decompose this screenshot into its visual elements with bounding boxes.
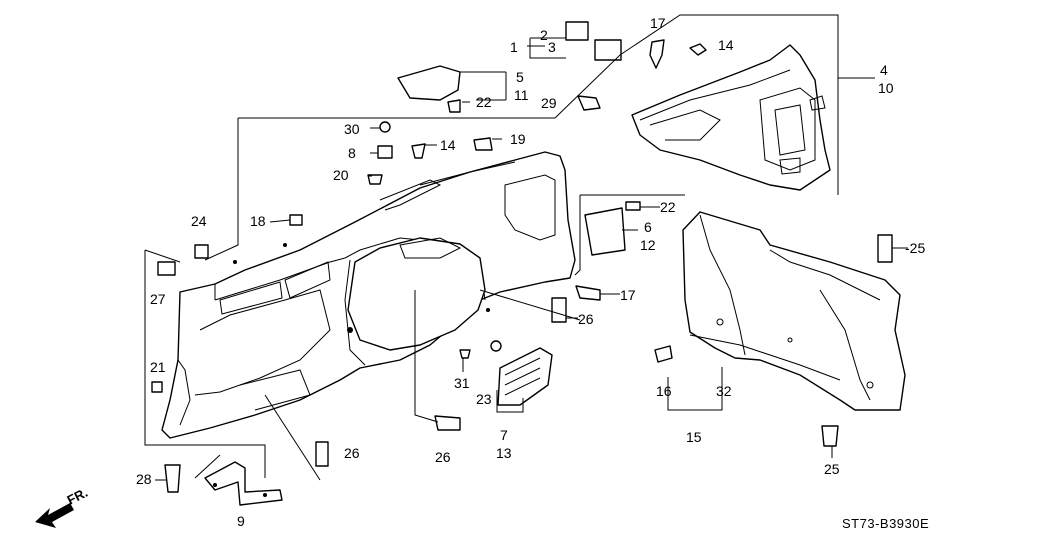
- part-number-17a: 17: [650, 15, 666, 31]
- part-number-9: 9: [237, 513, 245, 529]
- part-number-labels: 1 2 3 4 5 6 7 8 9 10 11 12 13 14 14 15 1…: [136, 15, 925, 529]
- part-number-31: 31: [454, 375, 470, 391]
- part-number-2: 2: [540, 27, 548, 43]
- part-number-32: 32: [716, 383, 732, 399]
- part-number-21: 21: [150, 359, 166, 375]
- part-number-17b: 17: [620, 287, 636, 303]
- part-number-14a: 14: [440, 137, 456, 153]
- part-number-26a: 26: [578, 311, 594, 327]
- part-number-30: 30: [344, 121, 360, 137]
- part-number-7: 7: [500, 427, 508, 443]
- part-number-25a: -25: [905, 240, 925, 256]
- right-side-lining-panel: [682, 211, 906, 411]
- part-number-18: 18: [250, 213, 266, 229]
- part-number-22a: 22: [476, 94, 492, 110]
- part-number-8: 8: [348, 145, 356, 161]
- diagram-code: ST73-B3930E: [842, 516, 929, 531]
- part-number-19: 19: [510, 131, 526, 147]
- part-number-29: 29: [541, 95, 557, 111]
- part-number-12: 12: [640, 237, 656, 253]
- part-number-27: 27: [150, 291, 166, 307]
- part-number-11: 11: [514, 87, 529, 103]
- part-number-4: 4: [880, 62, 888, 78]
- part-number-5: 5: [516, 69, 524, 85]
- upper-right-panel: [631, 44, 831, 191]
- leader-lines: [144, 14, 908, 481]
- part-number-22b: 22: [660, 199, 676, 215]
- part-number-1: 1: [510, 39, 518, 55]
- part-number-3: 3: [548, 39, 556, 55]
- fastener-parts: [151, 21, 893, 493]
- part-number-14b: 14: [718, 37, 734, 53]
- part-number-16: 16: [656, 383, 672, 399]
- bracket-part: [204, 461, 283, 506]
- part-number-28: 28: [136, 471, 152, 487]
- part-number-25b: 25: [824, 461, 840, 477]
- part-number-20: 20: [333, 167, 349, 183]
- part-number-24: 24: [191, 213, 207, 229]
- part-number-23: 23: [476, 391, 492, 407]
- front-direction-arrow: FR.: [35, 485, 90, 528]
- part-number-26b: 26: [435, 449, 451, 465]
- part-number-15: 15: [686, 429, 702, 445]
- left-side-lining-panel: [161, 151, 576, 439]
- part-number-13: 13: [496, 445, 512, 461]
- part-number-6: 6: [644, 219, 652, 235]
- part-number-10: 10: [878, 80, 894, 96]
- part-number-26c: 26: [344, 445, 360, 461]
